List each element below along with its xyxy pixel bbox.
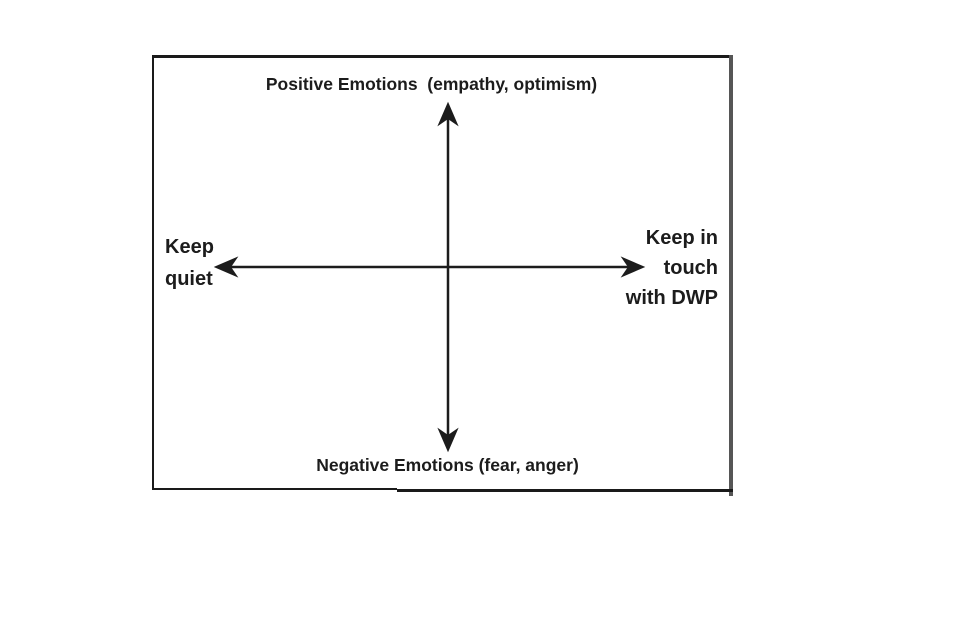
horizontal-axis-arrow xyxy=(213,256,646,278)
diagram-border-bottom-left xyxy=(152,488,397,490)
left-arrowhead-icon xyxy=(213,256,239,278)
up-arrowhead-icon xyxy=(437,101,459,127)
quadrant-diagram: Positive Emotions (empathy, optimism) Ne… xyxy=(152,55,733,496)
diagram-border-left xyxy=(152,55,154,489)
down-arrowhead-icon xyxy=(437,427,459,453)
axis-label-positive-emotions: Positive Emotions (empathy, optimism) xyxy=(265,74,598,94)
right-arrowhead-icon xyxy=(620,256,646,278)
vertical-axis-arrow xyxy=(437,101,459,453)
diagram-border-bottom-right xyxy=(397,489,733,492)
axes-cross xyxy=(213,101,646,453)
axis-label-negative-emotions: Negative Emotions (fear, anger) xyxy=(316,455,579,475)
axis-label-keep-quiet: Keep quiet xyxy=(165,236,214,290)
diagram-border-right xyxy=(729,55,733,496)
diagram-border-top xyxy=(152,55,733,58)
axis-label-keep-in-touch: Keep in touch with DWP xyxy=(625,227,718,309)
